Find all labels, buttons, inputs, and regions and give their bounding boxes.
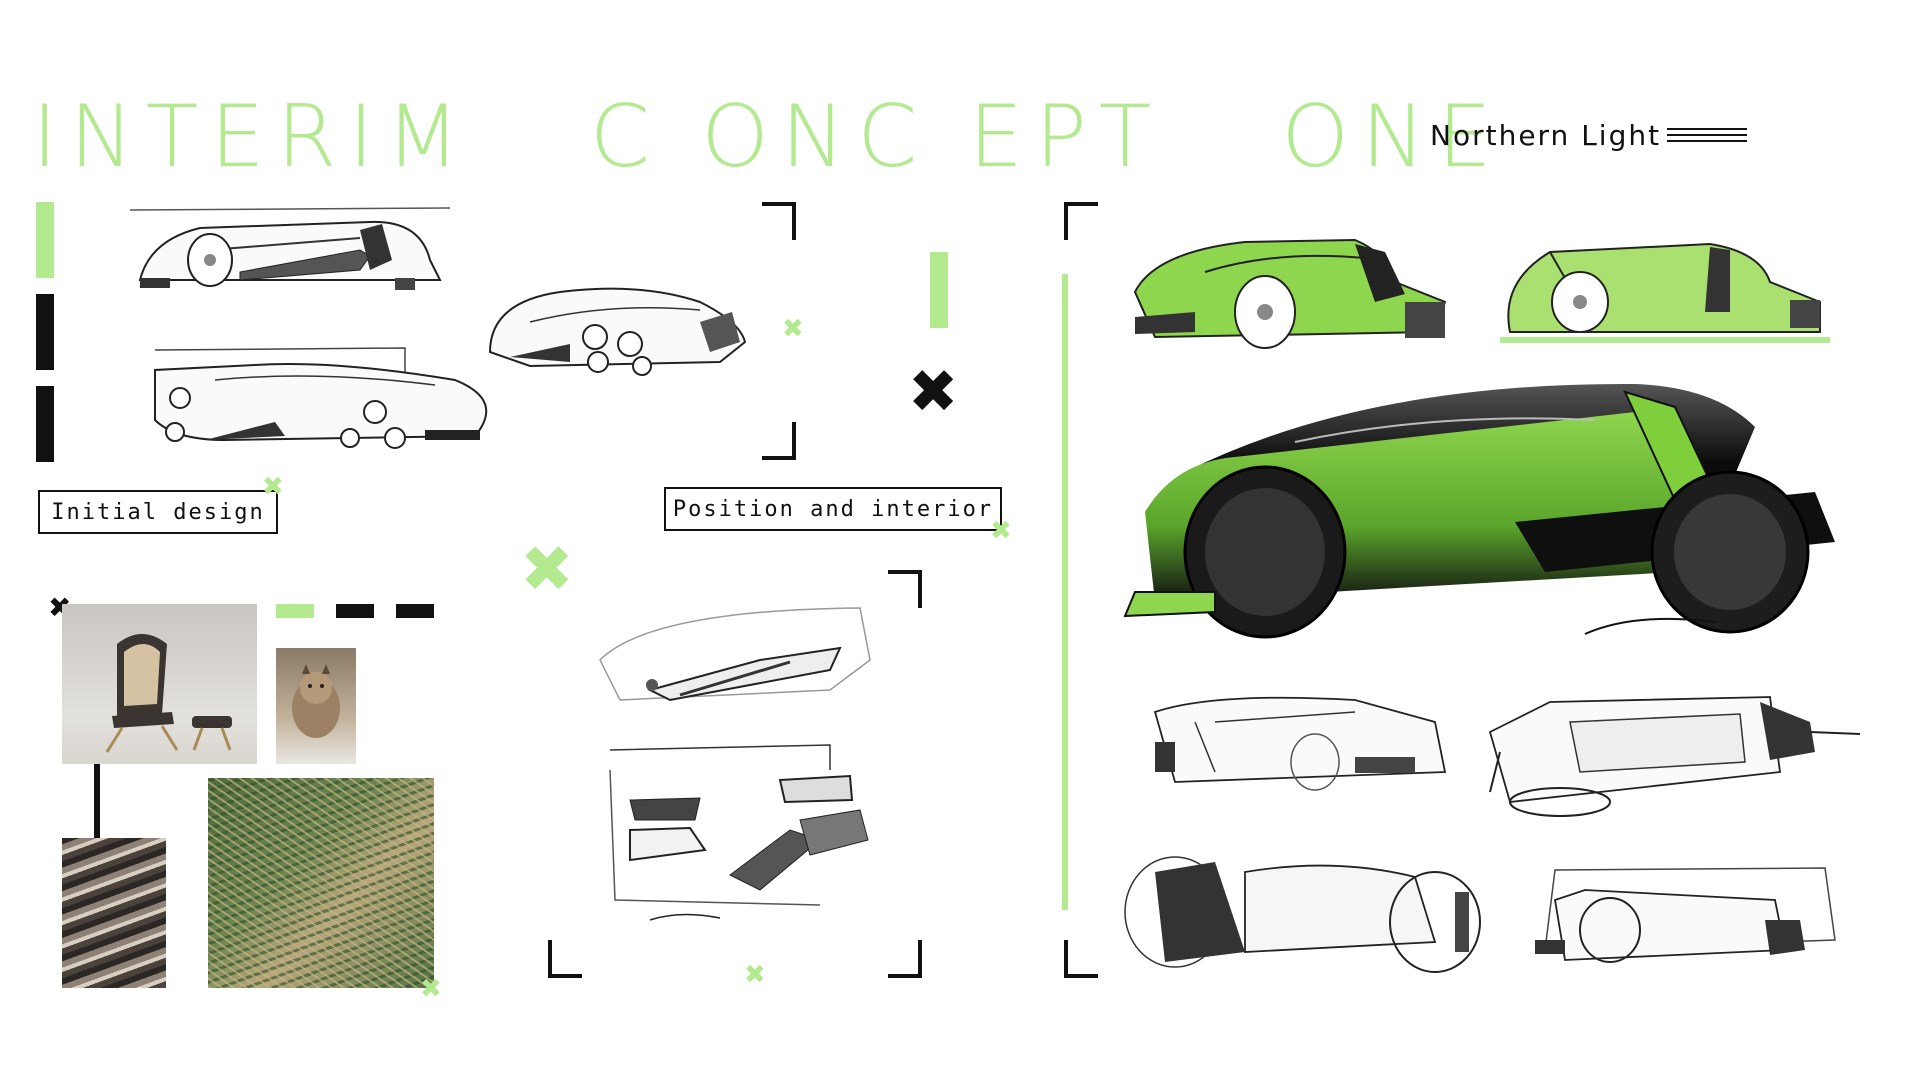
label-position-interior-text: Position and interior bbox=[672, 496, 994, 522]
cross-icon: ✖ bbox=[990, 516, 1012, 546]
concept-sketch-pencil-2 bbox=[1470, 682, 1870, 832]
interior-sketch-seat bbox=[590, 600, 890, 710]
label-initial-design-text: Initial design bbox=[51, 499, 265, 525]
moodboard-texture-image bbox=[62, 838, 166, 988]
concept-sketch-pencil-4 bbox=[1525, 860, 1875, 980]
cross-icon: ✖ bbox=[420, 974, 442, 1004]
cross-icon: ✖ bbox=[262, 472, 284, 502]
frame-corner-icon bbox=[762, 202, 796, 240]
frame-corner-icon bbox=[762, 422, 796, 460]
brand-lines-icon bbox=[1667, 128, 1748, 142]
dash-green bbox=[276, 604, 314, 618]
dash-black-1 bbox=[336, 604, 374, 618]
initial-sketch-bottom bbox=[135, 340, 505, 460]
frame-corner-icon bbox=[548, 940, 582, 978]
frame-corner-icon bbox=[888, 570, 922, 608]
connector-line bbox=[94, 764, 100, 838]
position-sketch-top bbox=[470, 262, 760, 382]
moodboard-aerial-image bbox=[208, 778, 434, 988]
frame-corner-icon bbox=[888, 940, 922, 978]
label-position-interior: Position and interior bbox=[664, 487, 1002, 531]
cross-icon: ✖ bbox=[744, 960, 766, 990]
main-concept-render bbox=[1115, 372, 1885, 652]
dash-black-2 bbox=[396, 604, 434, 618]
black-cross-icon: ✖ bbox=[908, 357, 959, 427]
concept-sketch-green-left bbox=[1115, 222, 1465, 357]
label-initial-design: Initial design bbox=[38, 490, 278, 534]
accent-bar-black-1 bbox=[36, 294, 54, 370]
concept-sketch-pencil-3 bbox=[1115, 852, 1495, 982]
page-title: INTERIM C ONC EPT ONE bbox=[32, 87, 1504, 187]
moodboard-lynx-image bbox=[276, 648, 356, 764]
accent-bar-green-mid bbox=[930, 252, 948, 328]
frame-corner-icon bbox=[1064, 202, 1098, 240]
interior-sketch-details bbox=[600, 740, 900, 940]
accent-bar-black-2 bbox=[36, 386, 54, 462]
brand-logo: Northern Light bbox=[1430, 115, 1748, 155]
concept-sketch-pencil-1 bbox=[1135, 682, 1465, 812]
divider-green-line bbox=[1062, 274, 1068, 910]
cross-icon: ✖ bbox=[782, 314, 804, 344]
frame-corner-icon bbox=[1064, 940, 1098, 978]
concept-sketch-green-right bbox=[1490, 222, 1840, 357]
moodboard-chair-image bbox=[62, 604, 257, 764]
brand-text: Northern Light bbox=[1430, 118, 1662, 152]
accent-bar-green bbox=[36, 202, 54, 278]
large-green-cross-icon: ✖ bbox=[520, 533, 574, 607]
initial-sketch-top bbox=[120, 200, 460, 300]
